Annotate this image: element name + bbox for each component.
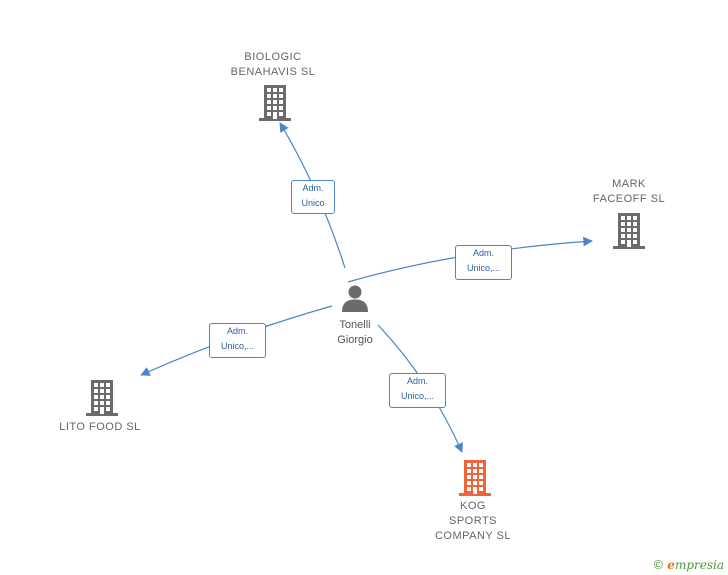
company-name-lito[interactable]: LITO FOOD SL <box>59 421 141 433</box>
person-name[interactable]: Tonelli Giorgio <box>337 319 373 346</box>
company-name-mark[interactable]: MARK FACEOFF SL <box>592 178 666 205</box>
edge-label-mark[interactable]: Adm. Unico,... <box>455 245 512 280</box>
building-icon[interactable] <box>613 213 645 249</box>
company-name-biologic[interactable]: BIOLOGIC BENAHAVIS SL <box>230 51 316 78</box>
edge-label-biologic[interactable]: Adm. Unico <box>291 180 335 214</box>
brand-initial: e <box>667 558 675 572</box>
brand-name: mpresia <box>674 558 724 572</box>
building-icon[interactable] <box>86 380 118 416</box>
building-icon[interactable] <box>459 460 491 496</box>
brand-logo: ©empresia <box>652 558 724 572</box>
edge-label-kog[interactable]: Adm. Unico,... <box>389 373 446 408</box>
building-icon[interactable] <box>259 85 291 121</box>
edge-label-lito[interactable]: Adm. Unico,... <box>209 323 266 358</box>
person-icon[interactable] <box>340 283 370 313</box>
copyright-symbol: © <box>652 558 665 572</box>
company-name-kog[interactable]: KOG SPORTS COMPANY SL <box>434 500 512 542</box>
